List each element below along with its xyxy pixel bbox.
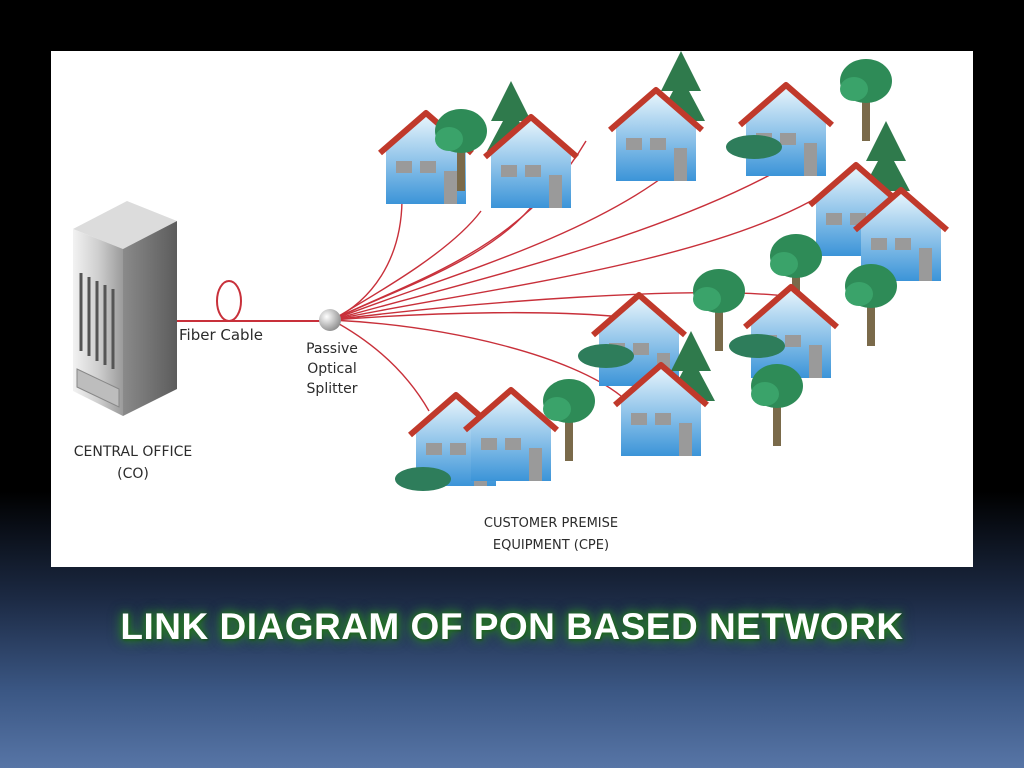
pon-diagram xyxy=(73,51,973,491)
cpe-line1: CUSTOMER PREMISE xyxy=(483,516,619,531)
customer-houses xyxy=(380,51,947,491)
splitter-label: Passive Optical Splitter xyxy=(297,339,367,399)
fiber-cable xyxy=(177,280,323,322)
splitter-label-line3: Splitter xyxy=(306,381,358,397)
cpe-label: CUSTOMER PREMISE EQUIPMENT (CPE) xyxy=(461,513,641,557)
splitter-label-line1: Passive xyxy=(306,341,358,357)
central-office-line2: (CO) xyxy=(117,466,149,482)
cpe-line2: EQUIPMENT (CPE) xyxy=(492,538,610,553)
slide-title: LINK DIAGRAM OF PON BASED NETWORK xyxy=(120,606,904,647)
diagram-panel: Fiber Cable Passive Optical Splitter CEN… xyxy=(51,51,973,567)
central-office-label: CENTRAL OFFICE (CO) xyxy=(53,441,213,485)
central-office-icon xyxy=(73,201,177,416)
splitter-icon xyxy=(319,309,341,331)
fiber-cable-label: Fiber Cable xyxy=(179,326,263,344)
central-office-line1: CENTRAL OFFICE xyxy=(73,444,193,460)
fiber-drop-lines xyxy=(331,140,812,412)
splitter-label-line2: Optical xyxy=(307,361,357,377)
